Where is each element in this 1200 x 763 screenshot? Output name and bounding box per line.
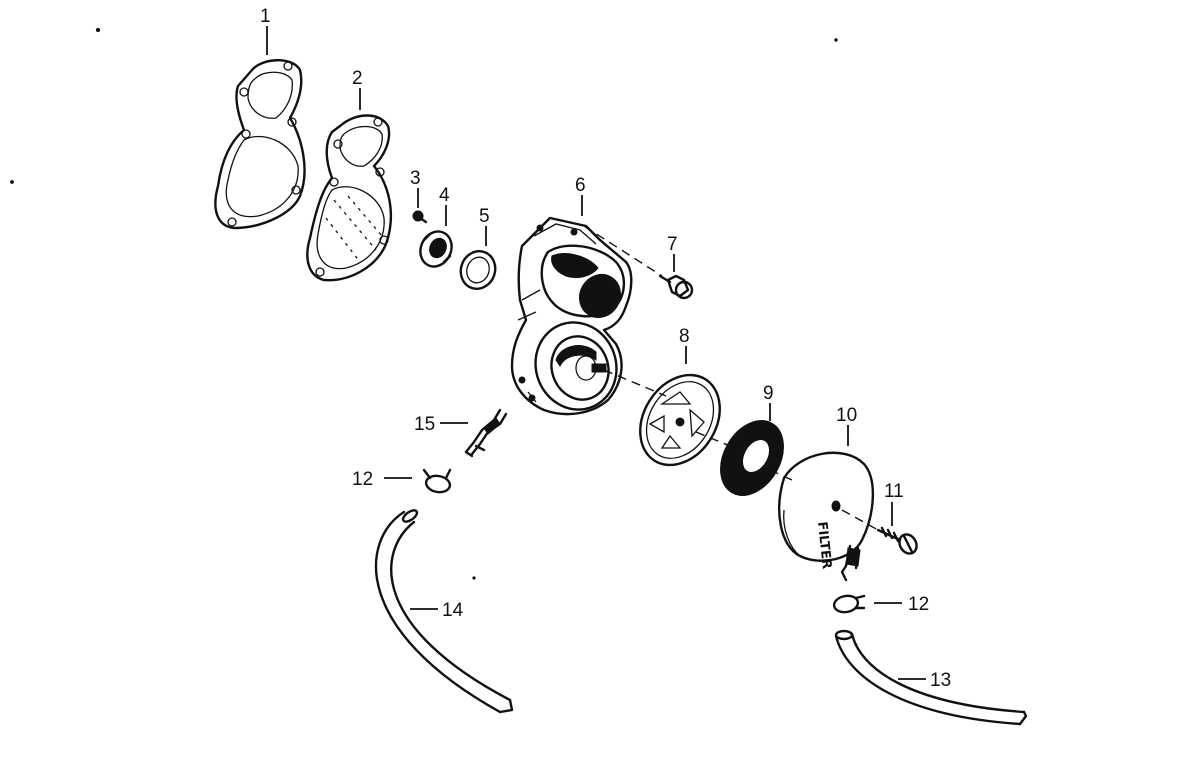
callout-14: 14 — [442, 600, 464, 621]
part-3-screw — [412, 210, 428, 224]
speck — [10, 180, 14, 184]
part-2-gasket — [306, 114, 393, 282]
callout-4: 4 — [439, 185, 450, 206]
callout-3: 3 — [410, 168, 421, 189]
callout-12-right: 12 — [908, 594, 929, 615]
speck — [472, 576, 476, 580]
part-1-gasket — [214, 59, 306, 230]
part-13-hose — [834, 629, 1028, 726]
callout-13: 13 — [930, 670, 951, 691]
callout-15: 15 — [414, 414, 435, 435]
speck — [834, 38, 838, 42]
callout-11: 11 — [884, 481, 904, 502]
callout-6: 6 — [575, 175, 586, 196]
part-10-filter-bowl: FILTER — [778, 451, 874, 582]
part-14-hose — [374, 509, 514, 714]
filter-stamp: FILTER — [814, 521, 834, 570]
part-4-valve — [419, 230, 453, 268]
assembly-axis-lines — [583, 225, 879, 531]
callout-5: 5 — [479, 206, 490, 227]
part-15-nipple — [464, 408, 508, 458]
part-6-pump-body — [510, 216, 633, 416]
callout-7: 7 — [667, 234, 678, 255]
part-9-seal — [720, 420, 784, 496]
part-5-ring — [459, 250, 497, 290]
callout-1: 1 — [260, 6, 271, 27]
callout-8: 8 — [679, 326, 690, 347]
part-8-screen-plate — [639, 373, 721, 467]
callout-10: 10 — [836, 405, 857, 426]
part-12-clamp-left — [422, 468, 452, 494]
part-12-clamp-right — [832, 594, 866, 614]
callout-2: 2 — [352, 68, 363, 89]
callout-12-left: 12 — [352, 469, 373, 490]
speck — [95, 27, 101, 33]
part-11-thumb-screw — [876, 526, 918, 555]
callout-9: 9 — [763, 383, 774, 404]
part-7-fitting — [658, 274, 694, 300]
